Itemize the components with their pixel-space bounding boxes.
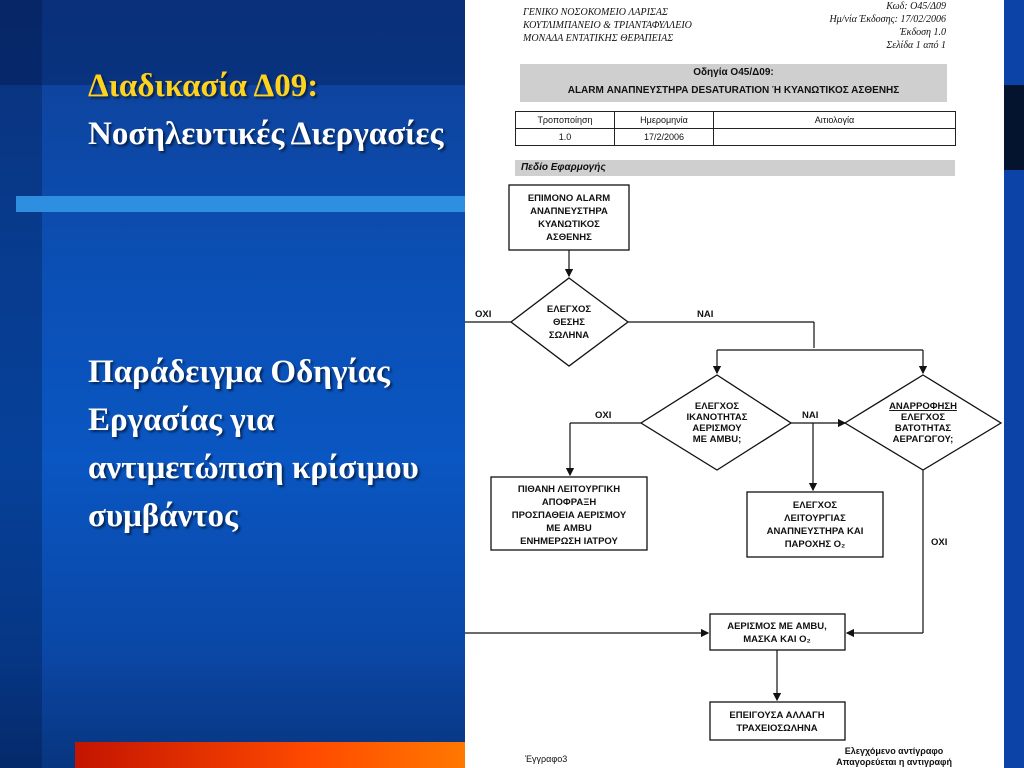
- doc-header-left: ΓΕΝΙΚΟ ΝΟΣΟΚΟΜΕΙΟ ΛΑΡΙΣΑΣ ΚΟΥΤΛΙΜΠΑΝΕΙΟ …: [523, 6, 692, 45]
- decor-right-edge: [1004, 0, 1024, 768]
- box-line: ΛΕΙΤΟΥΡΓΙΑΣ: [784, 513, 846, 524]
- table-cell: [713, 128, 956, 146]
- decision-line: ΒΑΤΟΤΗΤΑΣ: [895, 423, 952, 434]
- doc-header-left-line: ΚΟΥΤΛΙΜΠΑΝΕΙΟ & ΤΡΙΑΝΤΑΦΥΛΛΕΙΟ: [523, 20, 692, 31]
- box-alarm-line: ΑΝΑΠΝΕΥΣΤΗΡΑ: [530, 206, 608, 217]
- box-possible-obstruction: ΠΙΘΑΝΗ ΛΕΙΤΟΥΡΓΙΚΗ ΑΠΟΦΡΑΞΗ ΠΡΟΣΠΑΘΕΙΑ Α…: [490, 476, 648, 551]
- box-line: ΤΡΑΧΕΙΟΣΩΛΗΝΑ: [736, 723, 817, 734]
- decision-line: ΕΛΕΓΧΟΣ: [901, 412, 945, 423]
- box-line: ΠΡΟΣΠΑΘΕΙΑ ΑΕΡΙΣΜΟΥ: [512, 510, 627, 521]
- doc-header-right-line: Έκδοση 1.0: [899, 27, 946, 38]
- flow-connectors: [465, 250, 928, 702]
- decor-bottom-orange-bar: [75, 742, 470, 768]
- decision-ambu: ΕΛΕΓΧΟΣ ΙΚΑΝΟΤΗΤΑΣ ΑΕΡΙΣΜΟΥ ΜΕ AMBU;: [639, 374, 793, 471]
- slide-paragraph: Παράδειγμα Οδηγίας Εργασίας για αντιμετώ…: [88, 354, 419, 534]
- box-line: ΜΑΣΚΑ ΚΑΙ Ο₂: [743, 634, 810, 645]
- decision-line: ΘΕΣΗΣ: [553, 317, 585, 328]
- doc-header-right-line: Σελίδα 1 από 1: [886, 40, 946, 51]
- box-urgent-tube-change: ΕΠΕΙΓΟΥΣΑ ΑΛΛΑΓΗ ΤΡΑΧΕΙΟΣΩΛΗΝΑ: [709, 701, 846, 741]
- decision-line: ΑΕΡΑΓΩΓΟΥ;: [893, 434, 954, 445]
- box-alarm-line: ΑΣΘΕΝΗΣ: [546, 232, 592, 243]
- table-row: 1.0 17/2/2006: [515, 128, 956, 146]
- box-line: ΕΝΗΜΕΡΩΣΗ ΙΑΤΡΟΥ: [520, 536, 618, 547]
- label-no: ΟΧΙ: [475, 309, 491, 320]
- flowchart: ΕΠΙΜΟΝΟ ALARM ΑΝΑΠΝΕΥΣΤΗΡΑ ΚΥΑΝΩΤΙΚΟΣ ΑΣ…: [465, 184, 1003, 741]
- slide-title: Διαδικασία Δ09:: [88, 68, 319, 104]
- label-no: ΟΧΙ: [595, 410, 611, 421]
- decision-line: ΣΩΛΗΝΑ: [549, 330, 589, 341]
- label-yes: ΝΑΙ: [802, 410, 818, 421]
- slide-subtitle: Νοσηλευτικές Διεργασίες: [88, 116, 444, 152]
- decision-line: ΙΚΑΝΟΤΗΤΑΣ: [687, 412, 748, 423]
- box-ambu-mask: ΑΕΡΙΣΜΟΣ ΜΕ AMBU, ΜΑΣΚΑ ΚΑΙ Ο₂: [709, 613, 846, 651]
- box-line: ΕΠΕΙΓΟΥΣΑ ΑΛΛΑΓΗ: [729, 710, 824, 721]
- box-line: ΠΑΡΟΧΗΣ Ο₂: [785, 539, 846, 550]
- decision-line: ΜΕ AMBU;: [693, 434, 742, 445]
- decor-right-edge-dark: [1004, 85, 1024, 170]
- table-cell: 1.0: [515, 128, 615, 146]
- box-line: ΑΝΑΠΝΕΥΣΤΗΡΑ ΚΑΙ: [767, 526, 864, 537]
- version-table: Τροποποίηση Ημερομηνία Αιτιολογία 1.0 17…: [515, 111, 956, 146]
- box-line: ΕΛΕΓΧΟΣ: [793, 500, 837, 511]
- decision-line: ΕΛΕΓΧΟΣ: [695, 401, 739, 412]
- decision-line: ΑΝΑΡΡΟΦΗΣΗ: [889, 401, 957, 412]
- doc-header-right-line: Ημ/νία Έκδοσης: 17/02/2006: [829, 14, 946, 25]
- box-line: ΠΙΘΑΝΗ ΛΕΙΤΟΥΡΓΙΚΗ: [518, 484, 620, 495]
- document-image: ΓΕΝΙΚΟ ΝΟΣΟΚΟΜΕΙΟ ΛΑΡΙΣΑΣ ΚΟΥΤΛΙΜΠΑΝΕΙΟ …: [465, 0, 1004, 768]
- box-check-ventilator: ΕΛΕΓΧΟΣ ΛΕΙΤΟΥΡΓΙΑΣ ΑΝΑΠΝΕΥΣΤΗΡΑ ΚΑΙ ΠΑΡ…: [746, 491, 884, 558]
- box-alarm-line: ΕΠΙΜΟΝΟ ALARM: [528, 193, 610, 204]
- decision-tube-position: ΕΛΕΓΧΟΣ ΘΕΣΗΣ ΣΩΛΗΝΑ: [509, 277, 630, 367]
- table-cell: 17/2/2006: [614, 128, 714, 146]
- box-line: ΑΠΟΦΡΑΞΗ: [542, 497, 597, 508]
- decor-light-stripe: [16, 196, 476, 212]
- doc-header-right: Κωδ: Ο45/Δ09 Ημ/νία Έκδοσης: 17/02/2006 …: [829, 0, 946, 52]
- decision-line: ΕΛΕΓΧΟΣ: [547, 304, 591, 315]
- box-line: ΑΕΡΙΣΜΟΣ ΜΕ AMBU,: [727, 621, 827, 632]
- label-no: ΟΧΙ: [931, 537, 947, 548]
- scope-heading: Πεδίο Εφαρμογής: [515, 160, 955, 176]
- decision-line: ΑΕΡΙΣΜΟΥ: [692, 423, 742, 434]
- doc-header-left-line: ΓΕΝΙΚΟ ΝΟΣΟΚΟΜΕΙΟ ΛΑΡΙΣΑΣ: [523, 7, 668, 18]
- doc-banner-title: ALARM ΑΝΑΠΝΕΥΣΤΗΡΑ DESATURATION Ή ΚΥΑΝΩΤ…: [567, 85, 900, 96]
- doc-header-left-line: ΜΟΝΑΔΑ ΕΝΤΑΤΙΚΗΣ ΘΕΡΑΠΕΙΑΣ: [523, 33, 674, 44]
- box-alarm-line: ΚΥΑΝΩΤΙΚΟΣ: [538, 219, 600, 230]
- box-line: ΜΕ AMBU: [546, 523, 592, 534]
- doc-footer-right: Ελεγχόμενο αντίγραφο Απαγορεύεται η αντι…: [836, 746, 952, 768]
- doc-footer-left: Έγγραφο3: [525, 754, 568, 764]
- doc-header-right-line: Κωδ: Ο45/Δ09: [886, 1, 946, 12]
- doc-banner-code: Οδηγία Ο45/Δ09:: [693, 67, 774, 78]
- decision-suction: ΑΝΑΡΡΟΦΗΣΗ ΕΛΕΓΧΟΣ ΒΑΤΟΤΗΤΑΣ ΑΕΡΑΓΩΓΟΥ;: [843, 374, 1003, 471]
- label-yes: ΝΑΙ: [697, 309, 713, 320]
- box-alarm: ΕΠΙΜΟΝΟ ALARM ΑΝΑΠΝΕΥΣΤΗΡΑ ΚΥΑΝΩΤΙΚΟΣ ΑΣ…: [508, 184, 630, 251]
- doc-banner: Οδηγία Ο45/Δ09: ALARM ΑΝΑΠΝΕΥΣΤΗΡΑ DESAT…: [520, 64, 947, 102]
- doc-footer-right-line: Ελεγχόμενο αντίγραφο: [844, 746, 944, 756]
- doc-footer-right-line: Απαγορεύεται η αντιγραφή: [836, 757, 952, 767]
- decor-left-column: [0, 0, 42, 768]
- table-header-row: Τροποποίηση Ημερομηνία Αιτιολογία: [515, 111, 956, 129]
